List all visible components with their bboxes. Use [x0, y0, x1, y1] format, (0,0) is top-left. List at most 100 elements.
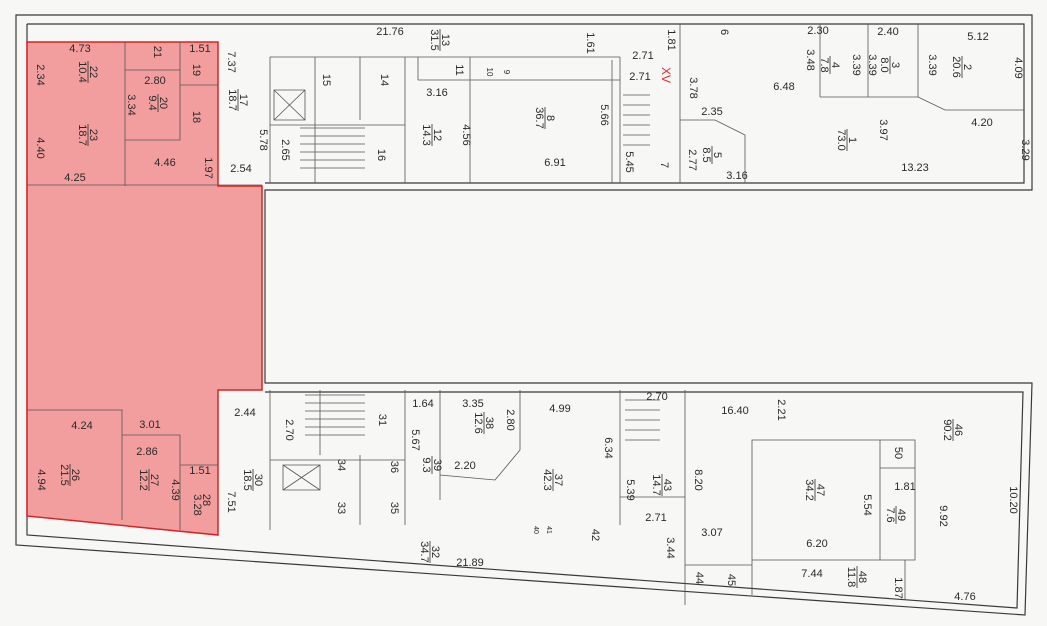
- room-label: 173.0: [835, 129, 858, 151]
- dimension: 6.20: [806, 538, 827, 550]
- dimension: 2.21: [775, 399, 787, 420]
- room-label: 19: [190, 64, 202, 76]
- dimension: 4.73: [69, 43, 90, 55]
- dimension: 2.65: [279, 139, 291, 160]
- room-number: 10: [485, 68, 494, 77]
- room-label: 31: [376, 414, 388, 426]
- dimension: 3.35: [462, 398, 483, 410]
- room-number: 15: [320, 74, 332, 86]
- room-label: 399.3: [420, 456, 443, 474]
- dimension: 2.44: [234, 407, 255, 419]
- room-label: 34: [335, 459, 347, 471]
- room-number: 12: [431, 129, 443, 141]
- dimension: 7.51: [225, 491, 237, 512]
- room-label: 21: [151, 46, 163, 58]
- room-area: 36.7: [533, 107, 545, 128]
- room-number: 40: [532, 526, 539, 534]
- dimension: 5.12: [967, 31, 988, 43]
- room-number: 48: [856, 571, 868, 583]
- dimension: 3.34: [125, 94, 137, 115]
- dimension: 8.20: [692, 469, 704, 490]
- room-area: 12.2: [137, 469, 149, 490]
- dimension: 5.45: [623, 151, 635, 172]
- room-label: 836.7: [533, 107, 556, 129]
- room-label: 11: [453, 64, 465, 75]
- dimension: 4.39: [169, 479, 181, 500]
- dimension: 4.76: [954, 591, 975, 603]
- dimension: 2.86: [136, 446, 157, 458]
- room-label: 35: [388, 502, 400, 514]
- room-number: 5: [711, 152, 723, 158]
- room-number: 45: [725, 574, 737, 586]
- dimension: 5.67: [409, 429, 421, 450]
- room-number: 43: [661, 479, 673, 491]
- dimension: 7.37: [225, 51, 237, 72]
- dimension: 5.54: [861, 494, 873, 515]
- room-number: 19: [190, 64, 202, 76]
- room-label: 6: [718, 29, 730, 35]
- stairs-symbols: [273, 89, 660, 491]
- room-area: 14.7: [650, 474, 662, 495]
- highlighted-area[interactable]: [26, 41, 263, 536]
- room-number: 32: [429, 546, 441, 558]
- dimension: 4.25: [64, 172, 85, 184]
- dimension: 1.51: [189, 43, 210, 55]
- dimension: 3.01: [139, 419, 160, 431]
- dimension: 4.94: [35, 469, 47, 490]
- room-number: 11: [453, 64, 465, 75]
- room-number: 41: [545, 526, 552, 534]
- dimension-labels: 4.73 1.51 2.34 2.80 3.34 4.40 4.25 4.46 …: [34, 25, 1031, 603]
- dimension: 1.81: [665, 29, 677, 50]
- room-label: 33: [335, 502, 347, 514]
- room-label: 9: [502, 70, 511, 75]
- room-label: 45: [725, 574, 737, 586]
- room-label: 14: [378, 74, 390, 86]
- room-number: 22: [87, 66, 99, 78]
- dimension: 4.56: [460, 124, 472, 145]
- room-area: 90.2: [941, 419, 953, 440]
- dimension: 1.81: [894, 481, 915, 493]
- dimension: 2.34: [34, 64, 46, 85]
- room-number: 30: [252, 474, 264, 486]
- room-label: 10: [485, 68, 494, 77]
- room-area: 42.3: [541, 469, 553, 490]
- room-label: 16: [375, 149, 387, 161]
- room-number: 23: [87, 129, 99, 141]
- dimension: 3.39: [866, 54, 878, 75]
- room-area: 12.6: [472, 412, 484, 433]
- room-label: 47.8: [818, 56, 841, 74]
- room-number: 4: [829, 62, 841, 68]
- room-label: 40: [532, 526, 539, 534]
- dimension: 1.64: [412, 398, 433, 410]
- dimension: 16.40: [721, 405, 749, 417]
- room-number: 2: [961, 64, 973, 70]
- room-area: 31.5: [428, 29, 440, 50]
- dimension: 4.20: [971, 117, 992, 129]
- dimension: 2.71: [645, 512, 666, 524]
- room-area: 11.8: [845, 567, 857, 588]
- dimension: 1.61: [584, 32, 596, 53]
- dimension: 21.76: [376, 26, 404, 38]
- room-number: 44: [693, 572, 705, 584]
- dimension: 3.48: [804, 49, 816, 70]
- dimension: 3.97: [877, 119, 889, 140]
- room-number: 38: [483, 417, 495, 429]
- room-number: 14: [378, 74, 390, 86]
- room-label: 18: [190, 111, 202, 123]
- room-area: 7.8: [818, 57, 830, 72]
- room-number: 27: [148, 474, 160, 486]
- dimension: 3.44: [664, 537, 676, 558]
- dimension: 2.77: [686, 149, 698, 170]
- room-label: 15: [320, 74, 332, 86]
- room-number: 8: [544, 115, 556, 121]
- room-label: 44: [693, 572, 705, 584]
- room-number: 28: [200, 494, 212, 506]
- interior-walls: [27, 24, 1024, 605]
- room-area: 10.4: [76, 61, 88, 82]
